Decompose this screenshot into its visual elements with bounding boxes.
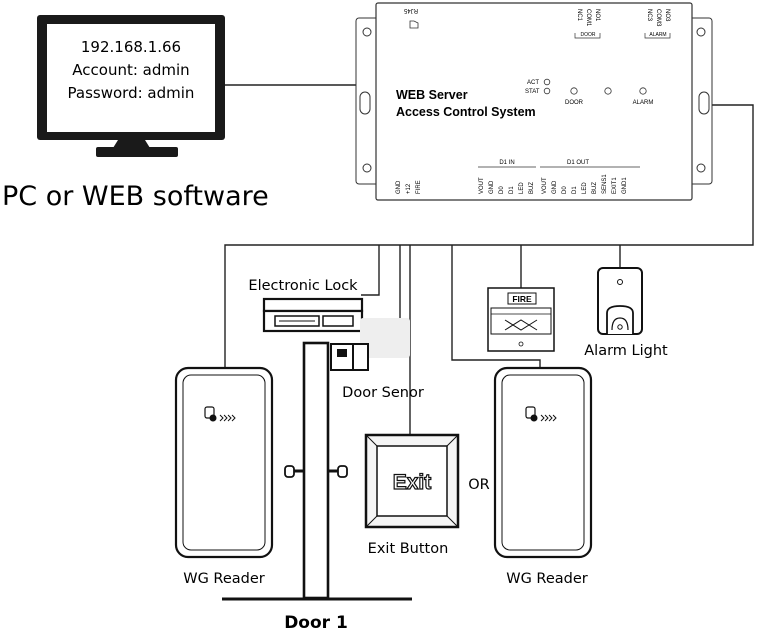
term-no1: NO1 <box>594 9 600 22</box>
pc-caption: PC or WEB software <box>2 181 269 212</box>
exit-button-label: Exit Button <box>368 541 449 557</box>
alarm-led-icon <box>639 87 647 95</box>
d1-in-group-label: D1 IN <box>499 160 514 166</box>
door-sensor-label: Door Senor <box>342 385 424 401</box>
rfid-right-icon <box>525 406 557 422</box>
door-group-bracket <box>574 33 601 39</box>
term-out-sens1: SENS1 <box>602 174 608 194</box>
term-gnd: GND <box>396 180 402 194</box>
term-in-buz: BUZ <box>529 182 535 194</box>
term-out-d0: D0 <box>562 186 568 194</box>
exit-button <box>364 433 460 529</box>
term-com1: COM1 <box>585 9 591 27</box>
term-fire: FIRE <box>416 180 422 194</box>
stat-label: STAT <box>525 89 540 95</box>
reader-right-label: WG Reader <box>506 571 588 587</box>
term-out-led: LED <box>582 182 588 194</box>
door-led-label: DOOR <box>565 100 584 106</box>
pc-ip-text: 192.168.1.66 <box>81 38 181 56</box>
term-out-vout: VOUT <box>542 177 548 194</box>
term-in-gnd: GND <box>489 180 495 194</box>
wg-reader-right <box>493 366 593 559</box>
controller-title-1: WEB Server <box>396 88 468 102</box>
pc-monitor <box>37 15 225 157</box>
rj45-port-icon <box>409 20 419 29</box>
act-led-icon <box>543 78 551 86</box>
alarm-group-bracket <box>644 33 671 39</box>
alarm-light-icon <box>597 267 643 335</box>
exit-button-face-text: Exit <box>393 471 432 494</box>
fire-label: FIRE <box>512 294 532 304</box>
term-out-buz: BUZ <box>592 182 598 194</box>
or-label: OR <box>468 477 490 493</box>
electronic-lock <box>262 297 364 333</box>
wg-reader-left <box>174 366 274 559</box>
door-sensor-icon <box>330 343 369 371</box>
rj45-label: RJ45 <box>403 7 418 13</box>
alarm-light-label: Alarm Light <box>584 343 668 359</box>
term-in-d1: D1 <box>509 186 515 194</box>
controller-box <box>355 2 713 201</box>
door-led-icon <box>570 87 578 95</box>
pc-password-text: Password: admin <box>68 84 195 102</box>
alarm-group-label: ALARM <box>649 32 666 38</box>
fire-alarm-box <box>487 287 555 352</box>
term-12v: +12 <box>406 183 412 194</box>
term-out-gnd1: GND1 <box>622 177 628 194</box>
alarm-led-label: ALARM <box>633 100 654 106</box>
controller-title-2: Access Control System <box>396 105 536 119</box>
term-out-exit1: EXIT1 <box>612 177 618 194</box>
term-nc3: NC3 <box>646 9 652 22</box>
pc-account-text: Account: admin <box>72 61 189 79</box>
door-sensor-ghost <box>360 318 410 358</box>
term-in-led: LED <box>519 182 525 194</box>
door-frame <box>222 341 412 601</box>
lock-label: Electronic Lock <box>248 278 358 294</box>
reader-left-label: WG Reader <box>183 571 265 587</box>
term-com3: COM3 <box>655 9 661 27</box>
center-led-icon <box>604 87 612 95</box>
term-in-vout: VOUT <box>479 177 485 194</box>
term-no3: NO3 <box>664 9 670 22</box>
stat-led-icon <box>543 87 551 95</box>
door-label: Door 1 <box>284 613 348 633</box>
term-out-gnd: GND <box>552 180 558 194</box>
term-nc1: NC1 <box>576 9 582 22</box>
act-label: ACT <box>527 80 539 86</box>
rfid-left-icon <box>204 406 236 422</box>
d1-out-group-label: D1 OUT <box>567 160 589 166</box>
term-out-d1: D1 <box>572 186 578 194</box>
term-in-d0: D0 <box>499 186 505 194</box>
door-group-label: DOOR <box>581 32 596 38</box>
